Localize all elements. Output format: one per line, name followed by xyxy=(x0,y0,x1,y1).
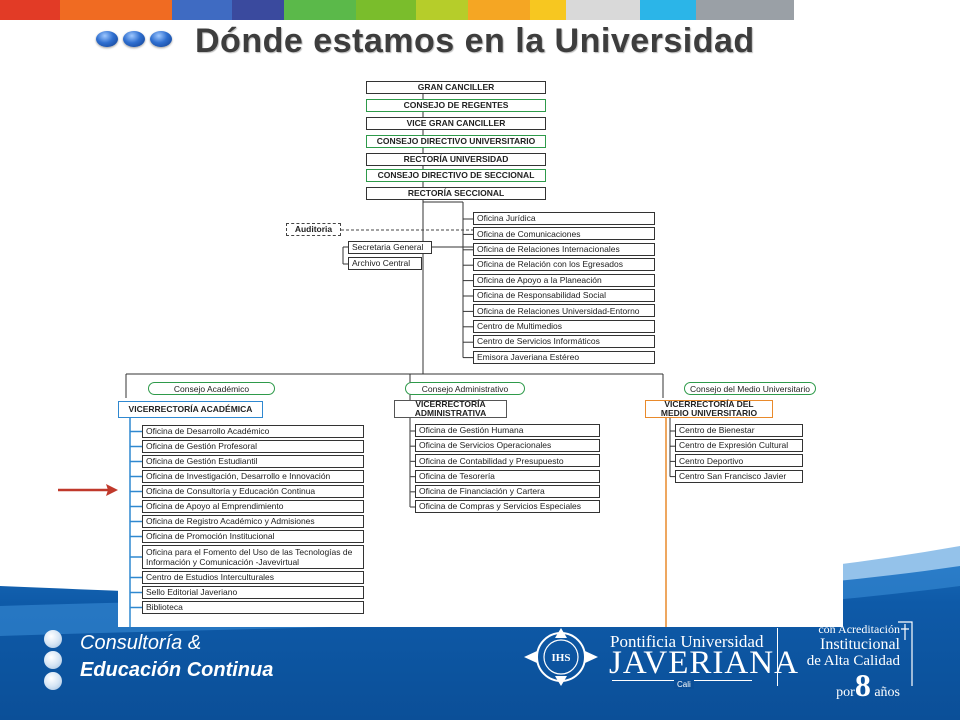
academic-unit-box: Biblioteca xyxy=(142,601,364,614)
admin-unit-box: Oficina de Compras y Servicios Especiale… xyxy=(415,500,600,513)
accreditation-line-2: Institucional xyxy=(820,636,900,653)
academic-unit-box: Oficina de Desarrollo Académico xyxy=(142,425,364,438)
bullet-ball-icon xyxy=(96,31,118,47)
office-box: Oficina de Relación con los Egresados xyxy=(473,258,655,272)
accreditation-years-number: 8 xyxy=(854,667,871,703)
academic-unit-box: Oficina de Gestión Profesoral xyxy=(142,440,364,453)
color-stripe xyxy=(0,0,60,20)
color-stripe xyxy=(232,0,284,20)
university-name-line-1: Pontificia Universidad xyxy=(610,632,764,651)
color-stripe xyxy=(640,0,696,20)
slide-title: Dónde estamos en la Universidad xyxy=(195,22,755,60)
color-stripe-bar xyxy=(0,0,960,20)
logo-separator xyxy=(777,628,778,686)
office-box: Oficina Jurídica xyxy=(473,212,655,225)
medio-unit-box: Centro San Francisco Javier xyxy=(675,469,803,483)
logo-dot-icon xyxy=(44,672,62,690)
color-stripe xyxy=(356,0,416,20)
office-box: Oficina de Relaciones Universidad-Entorn… xyxy=(473,304,655,318)
javeriana-seal-icon: IHS xyxy=(524,628,598,686)
secretaria-box: Secretaria General xyxy=(348,241,432,254)
brand-line-2: Educación Continua xyxy=(80,659,274,681)
org-chart: GRAN CANCILLER CONSEJO DE REGENTES VICE GR… xyxy=(118,76,843,627)
admin-unit-box: Oficina de Gestión Humana xyxy=(415,424,600,437)
academic-unit-box: Oficina de Gestión Estudiantil xyxy=(142,455,364,468)
academic-unit-box: Oficina de Registro Académico y Admision… xyxy=(142,515,364,528)
top-unit-box: CONSEJO DIRECTIVO DE SECCIONAL xyxy=(366,169,546,182)
top-unit-box: RECTORÍA UNIVERSIDAD xyxy=(366,153,546,166)
university-city: Cali xyxy=(674,680,694,689)
auditoria-box: Auditoria xyxy=(286,223,341,236)
academic-unit-box: Centro de Estudios Interculturales xyxy=(142,571,364,584)
top-unit-box: VICE GRAN CANCILLER xyxy=(366,117,546,130)
color-stripe xyxy=(284,0,356,20)
academic-unit-box: Oficina de Promoción Institucional xyxy=(142,530,364,543)
color-stripe xyxy=(172,0,232,20)
highlight-arrow-icon xyxy=(58,484,118,496)
top-unit-box: RECTORÍA SECCIONAL xyxy=(366,187,546,200)
bullet-ball-icon xyxy=(150,31,172,47)
color-stripe xyxy=(566,0,640,20)
accreditation-por: por xyxy=(836,685,855,700)
accreditation-badge: con Acreditación Institucional de Alta C… xyxy=(790,622,900,704)
council-medio: Consejo del Medio Universitario xyxy=(684,382,816,395)
academic-unit-box: Oficina de Investigación, Desarrollo e I… xyxy=(142,470,364,483)
office-box: Centro de Servicios Informáticos xyxy=(473,335,655,349)
office-box: Oficina de Responsabilidad Social xyxy=(473,289,655,302)
accreditation-line-1: con Acreditación xyxy=(818,622,900,636)
archivo-box: Archivo Central xyxy=(348,257,422,270)
logo-dot-icon xyxy=(44,630,62,648)
office-box: Oficina de Relaciones Internacionales xyxy=(473,242,655,256)
accreditation-frame-icon xyxy=(898,621,913,686)
accreditation-line-3: de Alta Calidad xyxy=(806,653,900,669)
office-box: Emisora Javeriana Estéreo xyxy=(473,350,655,364)
color-stripe xyxy=(696,0,794,20)
academic-unit-box: Oficina de Apoyo al Emprendimiento xyxy=(142,500,364,513)
admin-unit-box: Oficina de Servicios Operacionales xyxy=(415,439,600,453)
brand-line-1: Consultoría & xyxy=(80,632,202,654)
color-stripe xyxy=(530,0,566,20)
top-unit-box: GRAN CANCILLER xyxy=(366,81,546,94)
medio-unit-box: Centro Deportivo xyxy=(675,454,803,468)
vicerrectoria-admin-line: VICERRECTORÍA xyxy=(415,399,486,410)
admin-unit-box: Oficina de Tesorería xyxy=(415,469,600,483)
council-academico: Consejo Académico xyxy=(148,382,275,395)
vicerrectoria-admin-line: ADMINISTRATIVA xyxy=(414,408,487,418)
academic-unit-box: Oficina para el Fomento del Uso de las T… xyxy=(142,545,364,569)
vicerrectoria-medio-line: MEDIO UNIVERSITARIO xyxy=(660,408,758,418)
top-unit-box: CONSEJO DE REGENTES xyxy=(366,99,546,112)
admin-unit-box: Oficina de Financiación y Cartera xyxy=(415,484,600,498)
admin-unit-box: Oficina de Contabilidad y Presupuesto xyxy=(415,454,600,468)
academic-unit-box: Sello Editorial Javeriano xyxy=(142,586,364,599)
color-stripe xyxy=(60,0,172,20)
council-administrativo: Consejo Administrativo xyxy=(405,382,525,395)
consultoria-logo-dots xyxy=(44,630,66,693)
accreditation-anos: años xyxy=(874,685,900,700)
color-stripe xyxy=(416,0,468,20)
top-unit-box: CONSEJO DIRECTIVO UNIVERSITARIO xyxy=(366,135,546,148)
medio-unit-box: Centro de Expresión Cultural xyxy=(675,439,803,453)
office-box: Oficina de Comunicaciones xyxy=(473,227,655,241)
logo-dot-icon xyxy=(44,651,62,669)
university-name-line-2: JAVERIANA xyxy=(609,645,799,681)
office-box: Oficina de Apoyo a la Planeación xyxy=(473,273,655,287)
color-stripe xyxy=(468,0,530,20)
title-bullets xyxy=(96,31,172,47)
academic-unit-box: Oficina de Consultoría y Educación Conti… xyxy=(142,485,364,498)
vicerrectoria-academica: VICERRECTORÍA ACADÉMICA xyxy=(118,401,263,418)
medio-unit-box: Centro de Bienestar xyxy=(675,424,803,437)
vicerrectoria-medio-line: VICERRECTORÍA DEL xyxy=(664,399,754,410)
seal-text: IHS xyxy=(552,652,571,664)
bullet-ball-icon xyxy=(123,31,145,47)
office-box: Centro de Multimedios xyxy=(473,319,655,333)
accreditation-line-4: por8 años xyxy=(790,667,900,704)
